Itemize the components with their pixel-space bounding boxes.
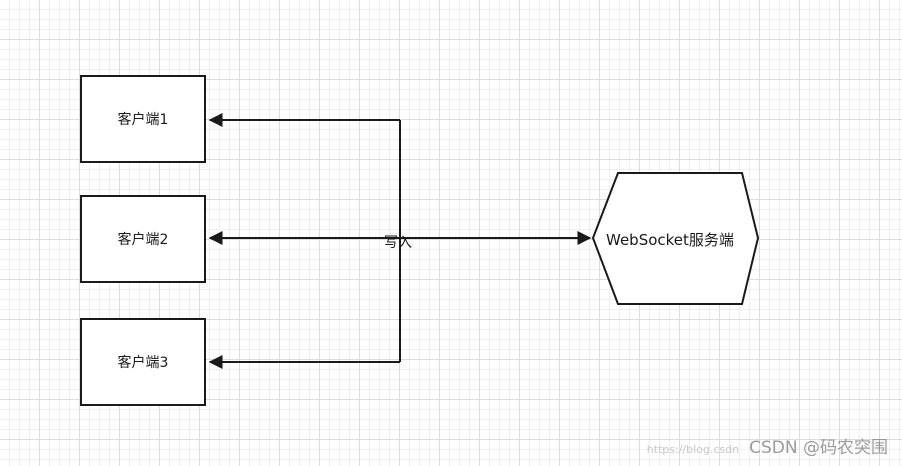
watermark-url: https://blog.csdn — [646, 443, 740, 456]
server-node-label: WebSocket服务端 — [606, 231, 734, 249]
client-node-3: 客户端3 — [80, 318, 206, 406]
client-node-label: 客户端3 — [117, 355, 169, 371]
client-node-1: 客户端1 — [80, 75, 206, 163]
watermark-text: CSDN @码农突围 — [749, 438, 888, 458]
client-node-label: 客户端2 — [117, 232, 169, 248]
client-node-2: 客户端2 — [80, 195, 206, 283]
edge-label-write: 写入 — [384, 235, 412, 251]
watermark: https://blog.csdn CSDN @码农突围 — [647, 433, 888, 458]
client-node-label: 客户端1 — [117, 112, 169, 128]
server-hexagon — [591, 172, 760, 305]
